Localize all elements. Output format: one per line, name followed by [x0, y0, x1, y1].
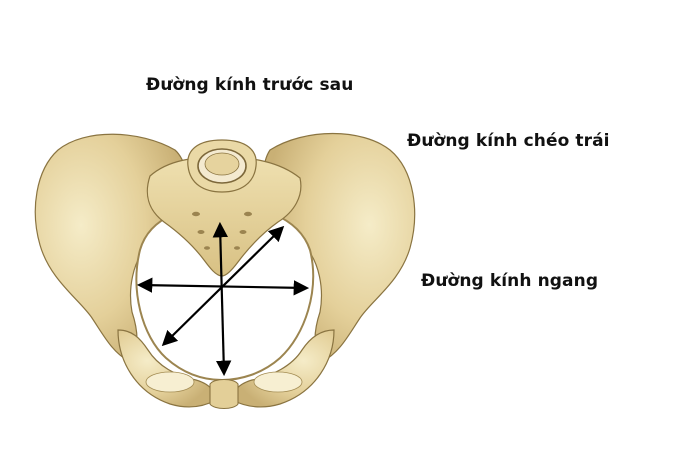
- label-left-oblique-diameter: Đường kính chéo trái: [407, 131, 610, 151]
- right-obturator: [253, 371, 303, 393]
- pubic-symphysis: [209, 378, 239, 410]
- label-transverse-diameter: Đường kính ngang: [421, 271, 599, 291]
- label-anteroposterior-diameter: Đường kính trước sau: [146, 75, 354, 95]
- left-obturator: [145, 371, 195, 393]
- vertebral-disc: [204, 152, 240, 176]
- arrow-oblique-left: [161, 225, 285, 347]
